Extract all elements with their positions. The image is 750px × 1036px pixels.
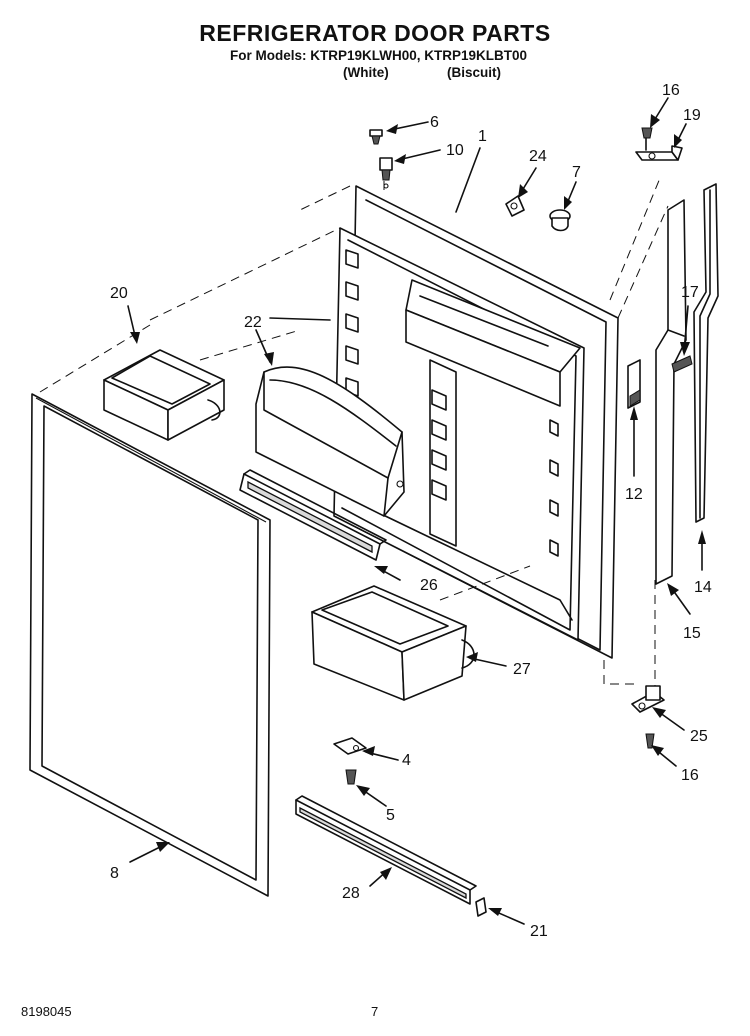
construction-lines bbox=[39, 160, 669, 690]
callout-15: 15 bbox=[683, 625, 701, 642]
bottom-hinge-screw bbox=[645, 733, 655, 749]
callout-21: 21 bbox=[530, 923, 548, 940]
callout-27: 27 bbox=[513, 661, 531, 678]
callout-14: 14 bbox=[694, 579, 712, 596]
callout-22: 22 bbox=[244, 314, 262, 331]
door-dike-steps-left bbox=[345, 249, 359, 397]
shelf-trim-upper bbox=[239, 469, 387, 561]
callout-16-top: 16 bbox=[662, 82, 680, 99]
bottom-trim bbox=[295, 795, 477, 905]
callout-19: 19 bbox=[683, 107, 701, 124]
handle-clip bbox=[627, 359, 641, 409]
callout-5: 5 bbox=[386, 807, 395, 824]
page-number: 7 bbox=[371, 1004, 379, 1019]
callout-8: 8 bbox=[110, 865, 119, 882]
callout-12: 12 bbox=[625, 486, 643, 503]
hinge-screw-top bbox=[369, 129, 383, 145]
trim-end-cap bbox=[475, 897, 487, 917]
door-dike-steps-center bbox=[431, 389, 447, 501]
door-bin-upper bbox=[103, 349, 225, 441]
variant-biscuit: (Biscuit) bbox=[447, 65, 501, 80]
variant-white: (White) bbox=[343, 65, 389, 80]
callout-10: 10 bbox=[446, 142, 464, 159]
handle-screw bbox=[671, 355, 693, 373]
callout-24: 24 bbox=[529, 148, 547, 165]
hinge-bushing-top bbox=[379, 157, 393, 189]
callout-6: 6 bbox=[430, 114, 439, 131]
callout-17: 17 bbox=[681, 284, 699, 301]
callout-25: 25 bbox=[690, 728, 708, 745]
top-hinge bbox=[635, 127, 683, 161]
models-line: For Models: KTRP19KLWH00, KTRP19KLBT00 bbox=[230, 48, 528, 63]
door-plug-24 bbox=[505, 195, 525, 217]
callout-labels: 1 6 10 24 7 16 19 20 22 17 12 26 14 15 2… bbox=[110, 82, 712, 940]
callout-4: 4 bbox=[402, 752, 411, 769]
callout-1: 1 bbox=[478, 128, 487, 145]
callout-7: 7 bbox=[572, 164, 581, 181]
callout-20: 20 bbox=[110, 285, 128, 302]
bracket-screw bbox=[345, 769, 357, 785]
shelf-bracket bbox=[333, 737, 367, 755]
door-dike-steps-right bbox=[549, 419, 559, 557]
handle-trim bbox=[693, 183, 719, 523]
door-plug-7 bbox=[549, 209, 571, 232]
callout-26: 26 bbox=[420, 577, 438, 594]
page-title: REFRIGERATOR DOOR PARTS bbox=[199, 20, 551, 46]
door-handle bbox=[655, 199, 687, 585]
door-gasket bbox=[29, 393, 271, 897]
door-panel bbox=[333, 185, 619, 659]
document-number: 8198045 bbox=[21, 1004, 72, 1019]
leader-arrows bbox=[127, 97, 706, 925]
callout-16-bottom: 16 bbox=[681, 767, 699, 784]
callout-28: 28 bbox=[342, 885, 360, 902]
dairy-compartment-cover bbox=[255, 366, 405, 517]
door-bin-lower bbox=[311, 585, 475, 701]
bottom-hinge bbox=[631, 685, 665, 713]
